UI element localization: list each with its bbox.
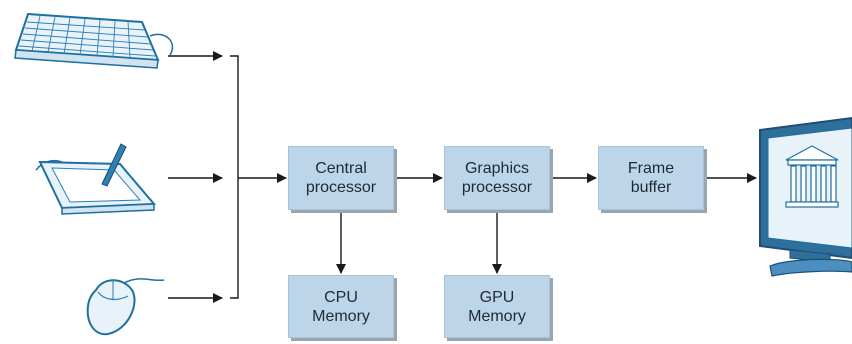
graphics-processor-label-2: processor [461, 179, 533, 196]
gpu-memory-label-1: GPU [479, 288, 515, 306]
keyboard-icon [14, 12, 174, 69]
gpu-memory-label-2: Memory [468, 307, 526, 325]
frame-buffer-label-2: buffer [630, 179, 672, 196]
graphics-tablet-icon [35, 143, 157, 215]
gpu-memory-block: GPU Memory [444, 275, 550, 338]
mouse-icon [86, 278, 165, 336]
cpu-memory-label-1: CPU [324, 288, 358, 306]
cpu-memory-block: CPU Memory [288, 275, 394, 338]
central-processor-label-2: processor [305, 179, 377, 196]
central-processor-block: Central processor [288, 146, 394, 210]
central-processor-label-1: Central [315, 160, 367, 177]
monitor-icon [759, 116, 852, 277]
graphics-processor-label-1: Graphics [464, 160, 530, 177]
frame-buffer-block: Frame buffer [598, 146, 704, 210]
connector-lines [168, 51, 757, 303]
frame-buffer-label-1: Frame [627, 160, 675, 177]
building-image-icon [785, 145, 839, 208]
graphics-processor-block: Graphics processor [444, 146, 550, 210]
cpu-memory-label-2: Memory [312, 307, 370, 325]
input-bus [230, 55, 239, 299]
